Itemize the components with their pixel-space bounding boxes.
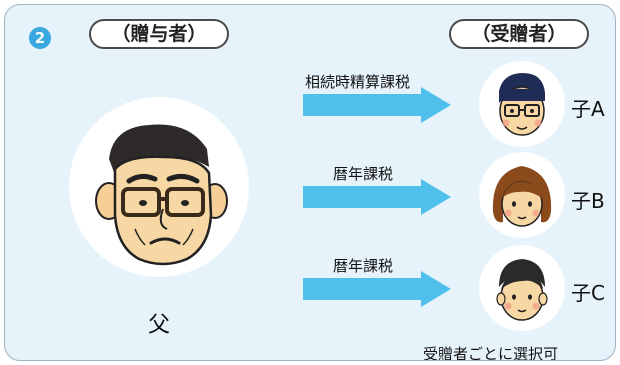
giver-heading: （贈与者） [89, 19, 229, 49]
recipient-name-b: 子B [571, 189, 605, 213]
boy-face-icon [499, 73, 545, 136]
grandfather-face-icon [95, 124, 228, 266]
child-face-icon [496, 259, 548, 321]
child-c-avatar [479, 245, 565, 331]
transfer-arrow-2 [303, 179, 451, 215]
giver-name: 父 [147, 313, 170, 338]
tax-method-label-3: 暦年課税 [333, 257, 394, 275]
recipient-name-a: 子A [571, 97, 605, 121]
transfer-arrow-3 [303, 271, 451, 307]
step-number-badge: 2 [29, 27, 51, 49]
diagram-panel: 2 （贈与者） （受贈者） [4, 4, 616, 361]
recipient-name-c: 子C [571, 281, 605, 305]
tax-method-label-2: 暦年課税 [333, 165, 394, 183]
tax-method-label-1: 相続時精算課税 [305, 73, 411, 91]
girl-face-icon [492, 166, 552, 227]
recipient-heading: （受贈者） [449, 19, 589, 49]
transfer-arrow-1 [303, 87, 451, 123]
selection-note: 受贈者ごとに選択可 [423, 345, 559, 361]
father-avatar [69, 97, 249, 277]
child-a-avatar [479, 61, 565, 147]
child-b-avatar [479, 152, 565, 238]
